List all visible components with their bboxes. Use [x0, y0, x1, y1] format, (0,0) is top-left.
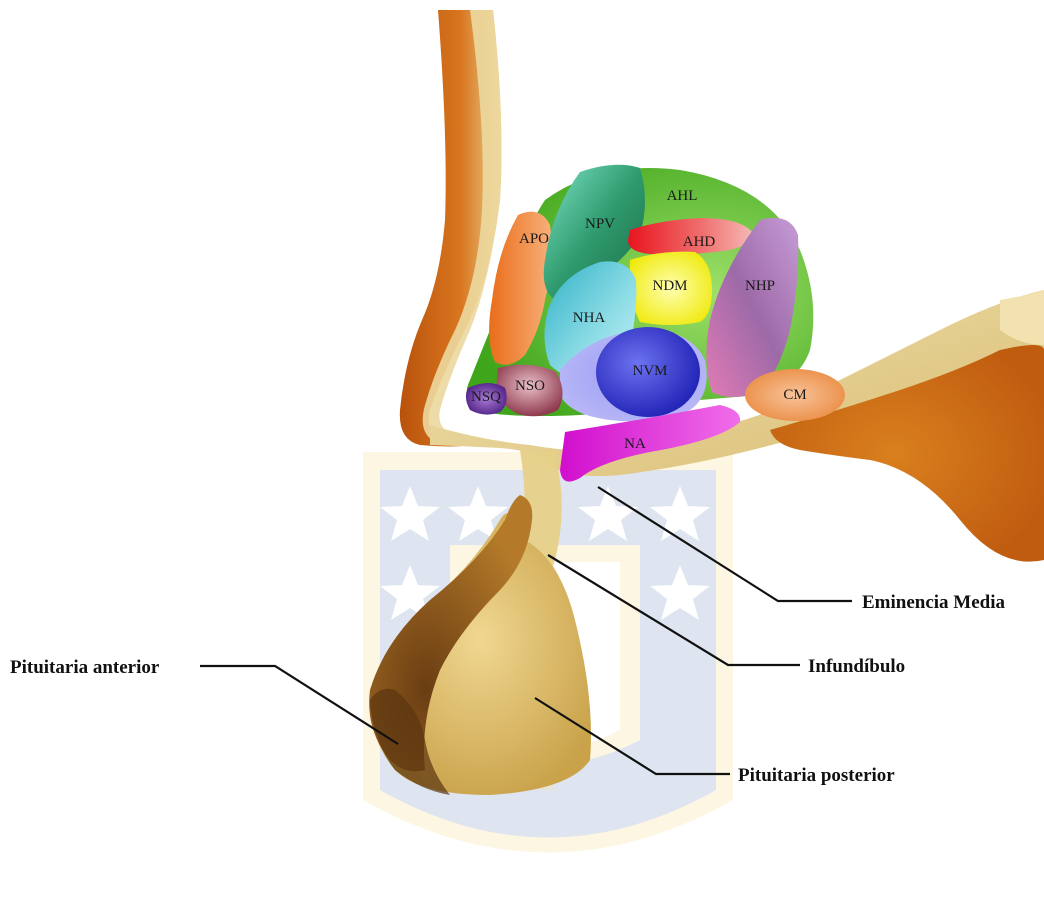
nhp-label: NHP	[745, 278, 775, 294]
ndm-label: NDM	[652, 278, 687, 294]
pituitaria-posterior-label: Pituitaria posterior	[738, 765, 895, 786]
pituitaria-anterior-label: Pituitaria anterior	[10, 657, 160, 678]
nsq-label: NSQ	[471, 389, 501, 405]
na-label: NA	[624, 436, 646, 452]
nha-label: NHA	[573, 310, 606, 326]
ahl-label: AHL	[667, 188, 698, 204]
eminencia-media-label: Eminencia Media	[862, 592, 1006, 613]
nso-label: NSO	[515, 378, 545, 394]
apo-label: APO	[519, 231, 549, 247]
cm-label: CM	[783, 387, 806, 403]
nvm-label: NVM	[632, 363, 667, 379]
npv-label: NPV	[585, 216, 615, 232]
infundibulo-label: Infundíbulo	[808, 656, 905, 677]
ahd-label: AHD	[683, 234, 716, 250]
